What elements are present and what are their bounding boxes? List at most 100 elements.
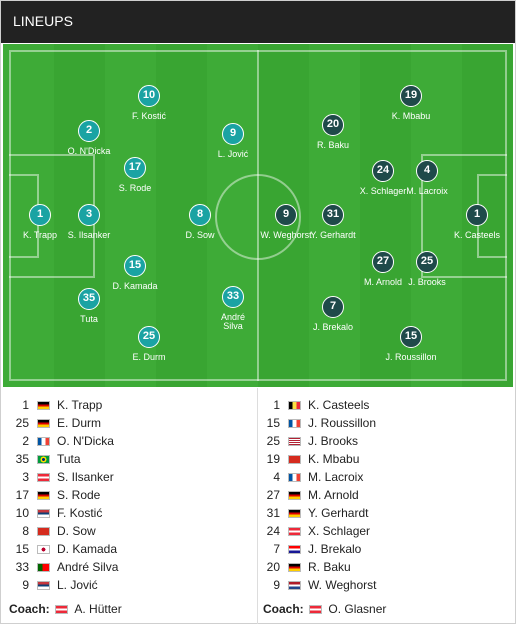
- shirt-number: 8: [189, 204, 211, 226]
- player-name: André Silva: [57, 560, 119, 574]
- shirt-number: 33: [15, 560, 29, 574]
- germany-flag-icon: [37, 401, 50, 410]
- shirt-number: 1: [22, 398, 29, 412]
- coach-label: Coach:: [263, 602, 304, 616]
- shirt-number: 3: [22, 470, 29, 484]
- player-name: J. Brooks: [308, 434, 359, 448]
- player-name: S. Rode: [118, 183, 152, 193]
- shirt-number: 10: [15, 506, 29, 520]
- shirt-number: 15: [124, 255, 146, 277]
- germany-flag-icon: [37, 491, 50, 500]
- shirt-number: 4: [416, 160, 438, 182]
- shirt-number: 25: [15, 416, 29, 430]
- shirt-number: 27: [372, 251, 394, 273]
- player-name: Tuta: [80, 314, 98, 324]
- shirt-number: 3: [78, 204, 100, 226]
- shirt-number: 31: [266, 506, 280, 520]
- shirt-number: 19: [266, 452, 280, 466]
- player-name: M. Arnold: [308, 488, 359, 502]
- player-name: S. Ilsanker: [57, 470, 114, 484]
- player-name: J. Brekalo: [308, 542, 362, 556]
- lineup-row[interactable]: 9 L. Jović: [1, 576, 257, 594]
- shirt-number: 9: [22, 578, 29, 592]
- player-name: J. Roussillon: [308, 416, 377, 430]
- player-name: Tuta: [57, 452, 81, 466]
- shirt-number: 9: [273, 578, 280, 592]
- austria-flag-icon: [55, 605, 69, 614]
- player-name: F. Kostić: [131, 111, 166, 121]
- lineup-row[interactable]: 1 K. Trapp: [1, 396, 257, 414]
- player-name: W. Weghorst: [308, 578, 377, 592]
- lineup-row[interactable]: 33 André Silva: [1, 558, 257, 576]
- player-name: S. Ilsanker: [67, 230, 111, 240]
- lineup-row[interactable]: 27 M. Arnold: [258, 486, 515, 504]
- shirt-number: 24: [372, 160, 394, 182]
- player-name: D. Sow: [185, 230, 215, 240]
- player-name: E. Durm: [57, 416, 102, 430]
- lineup-row[interactable]: 3 S. Ilsanker: [1, 468, 257, 486]
- home-coach: Coach: A. Hütter: [9, 602, 122, 616]
- lineup-row[interactable]: 15 J. Roussillon: [258, 414, 515, 432]
- player-name: R. Baku: [316, 140, 349, 150]
- lineup-row[interactable]: 7 J. Brekalo: [258, 540, 515, 558]
- shirt-number: 20: [322, 114, 344, 136]
- shirt-number: 19: [400, 85, 422, 107]
- belgium-flag-icon: [288, 401, 301, 410]
- shirt-number: 1: [273, 398, 280, 412]
- coach-name: O. Glasner: [328, 602, 387, 616]
- shirt-number: 2: [22, 434, 29, 448]
- germany-flag-icon: [37, 419, 50, 428]
- brazil-flag-icon: [37, 455, 50, 464]
- shirt-number: 9: [222, 123, 244, 145]
- shirt-number: 27: [266, 488, 280, 502]
- player-name: X. Schlager: [359, 186, 407, 196]
- lineup-row[interactable]: 25 E. Durm: [1, 414, 257, 432]
- lineup-row[interactable]: 8 D. Sow: [1, 522, 257, 540]
- serbia-flag-icon: [37, 581, 50, 590]
- shirt-number: 7: [273, 542, 280, 556]
- player-name: D. Kamada: [57, 542, 118, 556]
- shirt-number: 9: [275, 204, 297, 226]
- france-flag-icon: [288, 419, 301, 428]
- player-name: O. N'Dicka: [67, 146, 111, 156]
- player-name: Y. Gerhardt: [310, 230, 356, 240]
- shirt-number: 8: [22, 524, 29, 538]
- shirt-number: 10: [138, 85, 160, 107]
- shirt-number: 35: [15, 452, 29, 466]
- japan-flag-icon: [37, 545, 50, 554]
- coach-label: Coach:: [9, 602, 50, 616]
- lineups-title: LINEUPS: [1, 1, 515, 43]
- france-flag-icon: [288, 473, 301, 482]
- lineup-row[interactable]: 9 W. Weghorst: [258, 576, 515, 594]
- shirt-number: 15: [266, 416, 280, 430]
- shirt-number: 2: [78, 120, 100, 142]
- player-name: W. Weghorst: [260, 230, 312, 240]
- shirt-number: 20: [266, 560, 280, 574]
- lineup-row[interactable]: 1 K. Casteels: [258, 396, 515, 414]
- player-name: K. Trapp: [57, 398, 103, 412]
- player-name: M. Arnold: [363, 277, 403, 287]
- player-name: K. Casteels: [308, 398, 370, 412]
- coach-name: A. Hütter: [74, 602, 122, 616]
- shirt-number: 15: [15, 542, 29, 556]
- center-circle: [215, 174, 301, 260]
- shirt-number: 24: [266, 524, 280, 538]
- germany-flag-icon: [288, 509, 301, 518]
- lineup-row[interactable]: 15 D. Kamada: [1, 540, 257, 558]
- lineup-row[interactable]: 35 Tuta: [1, 450, 257, 468]
- switzerland-flag-icon: [288, 455, 301, 464]
- shirt-number: 35: [78, 288, 100, 310]
- shirt-number: 17: [124, 157, 146, 179]
- player-name: D. Sow: [57, 524, 96, 538]
- player-name: L. Jović: [57, 578, 98, 592]
